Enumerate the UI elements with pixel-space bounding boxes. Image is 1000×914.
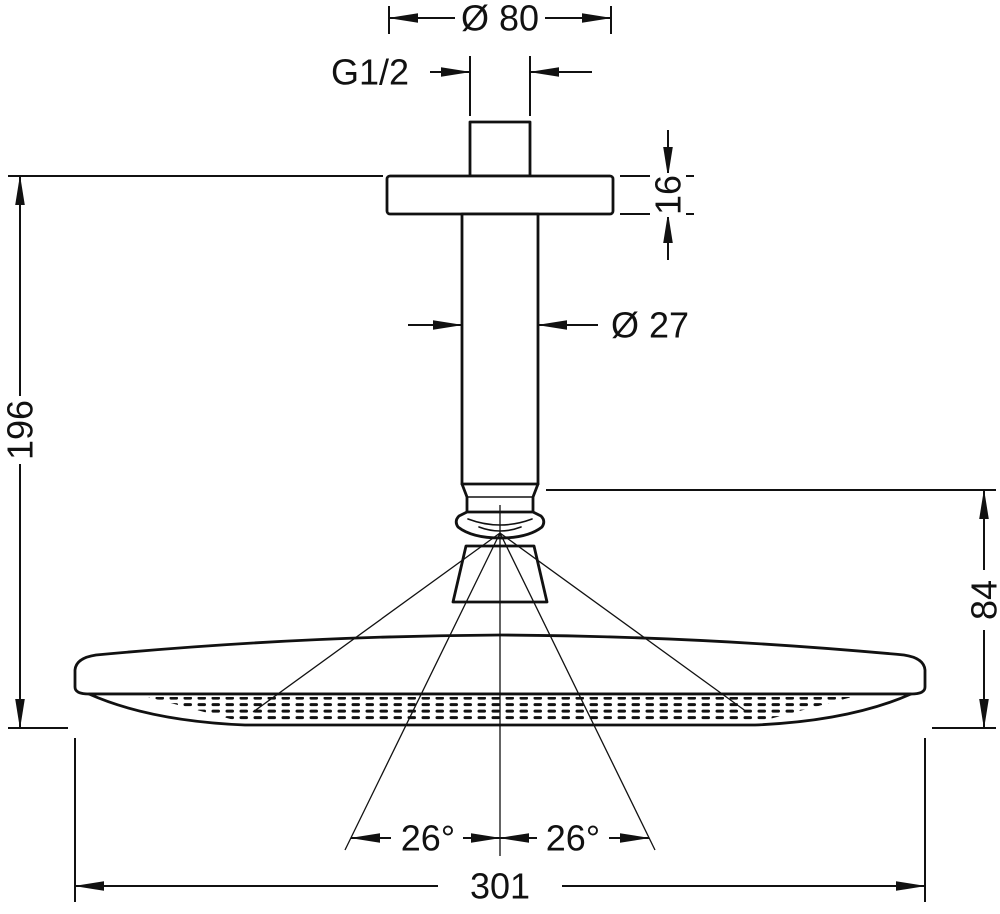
dim-head-height: 84 [546,489,1000,729]
dim-overall-height: 196 [0,175,383,729]
spray-line-outer-left [252,532,501,713]
ceiling-flange [385,174,615,216]
dim-label-angle-right: 26° [546,818,600,859]
connection-stub [468,120,532,178]
dim-flange-diameter: Ø 80 [388,0,612,39]
dim-head-width: 301 [74,738,926,907]
dim-label-head-width: 301 [470,866,530,907]
shower-arm-pipe [460,212,540,486]
spray-line-26-right [499,532,656,851]
dim-label-flange-thickness: 16 [648,175,689,215]
dim-label-head-height: 84 [964,580,1000,620]
dim-spray-angles: 26° 26° [350,818,650,859]
dim-label-angle-left: 26° [401,818,455,859]
spray-line-outer-right [499,532,748,713]
joint-chamfer-right [531,482,540,514]
dim-pipe-diameter: Ø 27 [408,305,689,346]
dim-label-overall-height: 196 [0,400,41,460]
dim-thread: G1/2 [331,52,592,116]
spray-angle-lines [252,505,748,856]
dim-label-flange-diameter: Ø 80 [461,0,539,39]
label-background [650,173,686,217]
dim-label-pipe-diameter: Ø 27 [611,305,689,346]
joint-chamfer-left [460,482,469,514]
spray-line-26-left [344,532,501,851]
dim-flange-thickness: 16 [620,130,694,260]
dim-label-thread: G1/2 [331,52,409,93]
